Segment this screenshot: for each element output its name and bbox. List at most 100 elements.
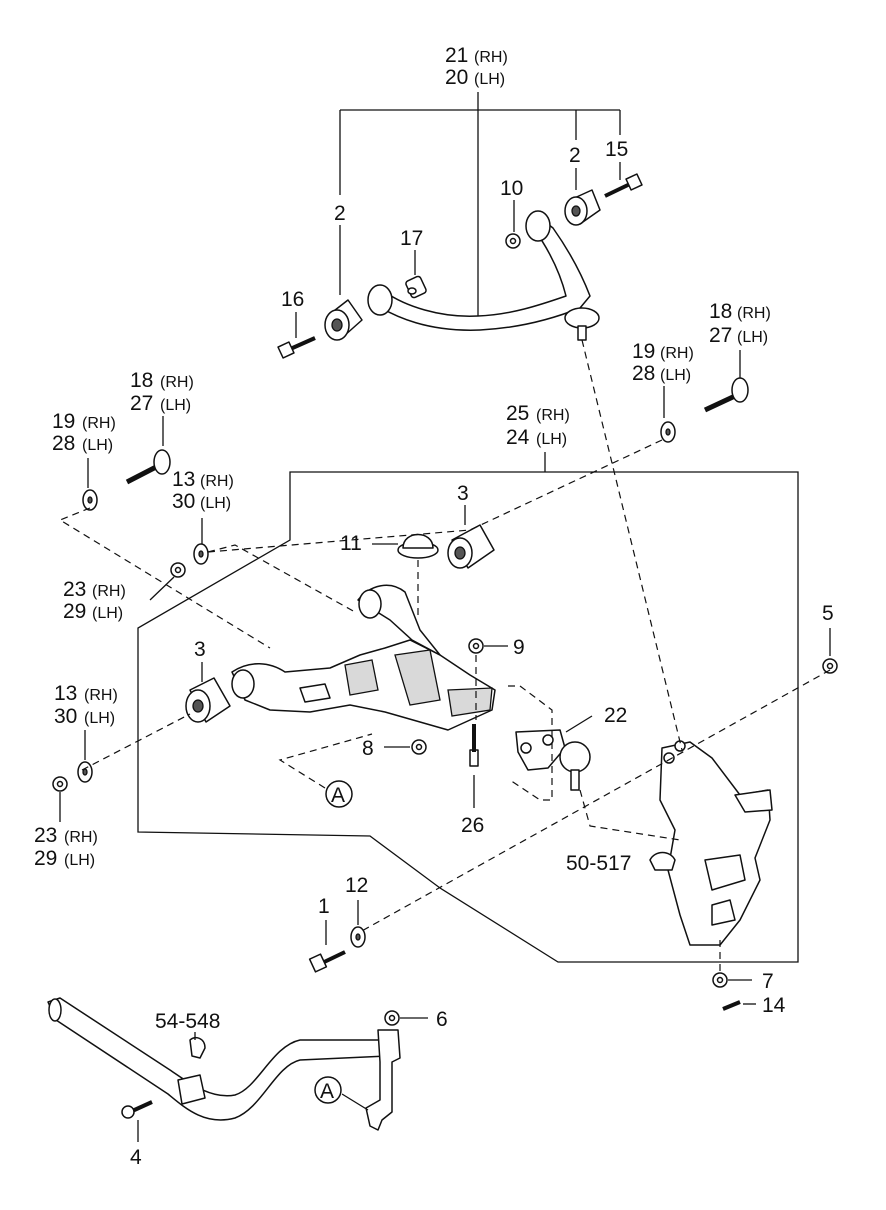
label-5: 5: [822, 602, 834, 625]
label-13-upper-rh: (RH): [200, 473, 234, 490]
right-pivot-group: 18 (RH) 27 (LH) 19 (RH) 28 (LH): [632, 300, 771, 443]
bolt-16: [277, 336, 316, 359]
bushing-2-right: [564, 189, 601, 226]
label-23-lower-rh: (RH): [64, 829, 98, 846]
stabilizer-bar-group: 54-548 4 6 A: [47, 997, 448, 1169]
label-29-lower-lh: (LH): [64, 852, 95, 869]
label-25-rh: (RH): [536, 407, 570, 424]
bushing-2-left: [324, 299, 363, 341]
label-30-lower: 30: [54, 705, 77, 728]
label-1: 1: [318, 895, 330, 918]
label-23-upper-rh: (RH): [92, 583, 126, 600]
label-28-right-lh: (LH): [660, 367, 691, 384]
label-27-right-lh: (LH): [737, 329, 768, 346]
upper-arm-bushing-eye-right: [525, 210, 551, 242]
label-14: 14: [762, 994, 786, 1017]
label-18-right-rh: (RH): [737, 305, 771, 322]
label-9: 9: [513, 636, 525, 659]
bump-stop-11: [397, 533, 439, 559]
cotter-pin-14: [722, 1000, 741, 1011]
bracket-54-548: [189, 1036, 206, 1059]
label-13-lower-rh: (RH): [84, 687, 118, 704]
upper-control-arm: [371, 217, 591, 331]
label-18-right: 18: [709, 300, 732, 323]
label-6: 6: [436, 1008, 448, 1031]
lower-arm-assembly: 25 (RH) 24 (LH) 3 11: [34, 402, 799, 963]
label-18-left-rh: (RH): [160, 374, 194, 391]
label-30-upper-lh: (LH): [200, 495, 231, 512]
left-pivot-group: 18 (RH) 27 (LH) 19 (RH) 28 (LH) 13 (RH) …: [52, 369, 234, 623]
label-a-upper: A: [331, 784, 345, 807]
label-8: 8: [362, 737, 374, 760]
label-19-left: 19: [52, 410, 75, 433]
label-19-left-rh: (RH): [82, 415, 116, 432]
stabilizer-link: [365, 1029, 401, 1131]
steering-knuckle: 50-517: [566, 740, 773, 946]
upper-arm-group: 21 (RH) 20 (LH) 2 2 15 10 17 16: [277, 44, 643, 359]
label-27-left: 27: [130, 392, 153, 415]
label-26: 26: [461, 814, 484, 837]
label-29-upper: 29: [63, 600, 86, 623]
label-28-left: 28: [52, 432, 75, 455]
upper-ball-joint: [564, 307, 600, 329]
label-27-right: 27: [709, 324, 732, 347]
label-28-left-lh: (LH): [82, 437, 113, 454]
label-16: 16: [281, 288, 304, 311]
bolt-26: [469, 724, 479, 767]
label-13-upper: 13: [172, 468, 195, 491]
lower-arm-eye-rear: [358, 589, 382, 619]
label-18-left: 18: [130, 369, 153, 392]
lower-ball-joint-22: [515, 729, 591, 791]
bushing-clamp: [177, 1074, 206, 1105]
label-10: 10: [500, 177, 523, 200]
label-2-left: 2: [334, 202, 346, 225]
label-19-right-rh: (RH): [660, 345, 694, 362]
label-20: 20: [445, 66, 468, 89]
sleeve-17: [405, 275, 427, 299]
label-13-lower: 13: [54, 682, 77, 705]
label-29-lower: 29: [34, 847, 57, 870]
label-24-lh: (LH): [536, 431, 567, 448]
label-3-lower: 3: [194, 638, 206, 661]
upper-arm-bushing-eye-left: [367, 284, 393, 316]
label-23-lower: 23: [34, 824, 57, 847]
label-27-left-lh: (LH): [160, 397, 191, 414]
label-3-upper: 3: [457, 482, 469, 505]
bolt-1: [308, 950, 346, 973]
pivot-bolt-left: [125, 449, 171, 485]
label-15: 15: [605, 138, 628, 161]
label-30-upper: 30: [172, 490, 195, 513]
label-29-upper-lh: (LH): [92, 605, 123, 622]
label-4: 4: [130, 1146, 142, 1169]
callout-a-upper: [325, 780, 353, 808]
label-7: 7: [762, 970, 774, 993]
label-a-lower: A: [320, 1080, 334, 1103]
label-25: 25: [506, 402, 529, 425]
label-23-upper: 23: [63, 578, 86, 601]
nut-10: [505, 233, 521, 249]
pivot-bolt-right: [703, 377, 749, 413]
label-28-right: 28: [632, 362, 655, 385]
sensor-50-517: [649, 851, 676, 871]
label-2-right: 2: [569, 144, 581, 167]
bushing-3-upper: [447, 524, 495, 569]
label-30-lower-lh: (LH): [84, 710, 115, 727]
label-19-right: 19: [632, 340, 655, 363]
dashed-leaders: [58, 339, 831, 972]
bushing-3-lower: [185, 677, 231, 723]
label-21-rh: (RH): [474, 49, 508, 66]
label-50-517: 50-517: [566, 852, 631, 875]
lower-arm-eye-front: [231, 669, 255, 699]
label-24: 24: [506, 426, 530, 449]
label-21: 21: [445, 44, 468, 67]
callout-a-lower: [314, 1076, 342, 1104]
label-12: 12: [345, 874, 368, 897]
bolt-15: [604, 173, 643, 198]
label-22: 22: [604, 704, 627, 727]
label-11: 11: [340, 532, 362, 555]
label-54-548: 54-548: [155, 1010, 220, 1033]
label-17: 17: [400, 227, 423, 250]
upper-ball-joint-stud: [577, 325, 587, 341]
label-20-lh: (LH): [474, 71, 505, 88]
